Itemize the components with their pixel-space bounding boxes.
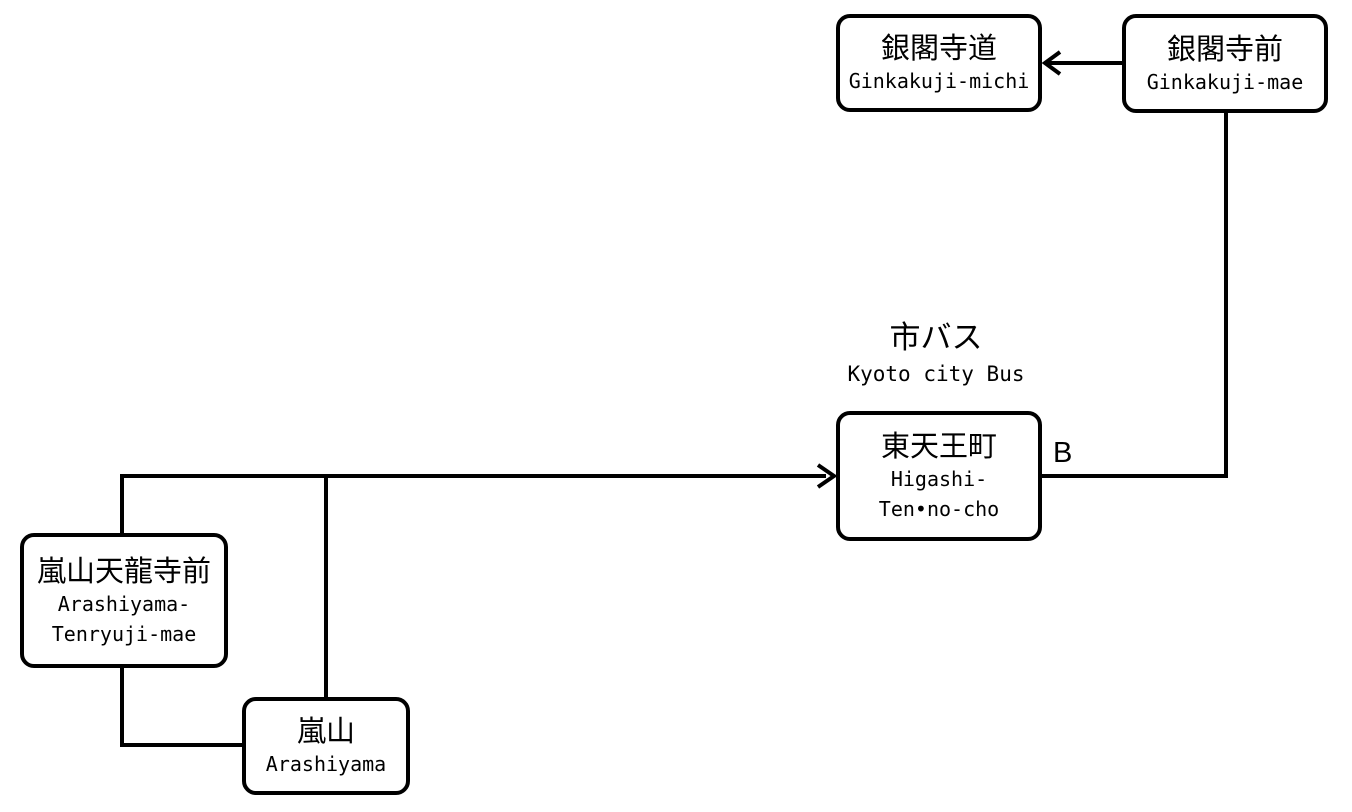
stop-name-en-line: Tenryuji-mae [51,621,197,646]
arrowhead-to-ginkakuji-michi [1041,50,1062,76]
stop-arashiyama: 嵐山 Arashiyama [242,697,410,795]
stop-name-jp: 嵐山天龍寺前 [36,553,211,588]
route-line-tenryuji-to-arashiyama [120,668,242,747]
stop-ginkakuji-mae: 銀閣寺前 Ginkakuji-mae [1122,14,1328,113]
stop-higashi-tennocho: 東天王町 Higashi- Ten•no-cho [836,411,1042,541]
stop-name-en: Ginkakuji-mae [1147,67,1304,97]
stop-name-en-line: Arashiyama [265,752,387,776]
stop-name-jp: 銀閣寺前 [1166,31,1283,66]
stop-name-en: Higashi- Ten•no-cho [879,464,999,524]
operator-name-jp: 市バス [889,320,983,356]
operator-label: 市バス Kyoto city Bus [836,318,1036,390]
stop-name-en-line: Ten•no-cho [878,497,1000,521]
stop-name-en-line: Arashiyama- [57,591,191,616]
stop-name-jp: 嵐山 [296,714,355,748]
stop-name-en: Arashiyama- Tenryuji-mae [52,589,197,649]
arrowhead-to-higashi [816,463,838,489]
stop-arashiyama-tenryuji-mae: 嵐山天龍寺前 Arashiyama- Tenryuji-mae [20,533,228,668]
stop-ginkakuji-michi: 銀閣寺道 Ginkakuji-michi [836,14,1042,112]
route-line-higashi-to-ginkakuji-mae [1042,113,1228,478]
stop-name-jp: 銀閣寺道 [880,31,997,65]
stop-name-en-line: Ginkakuji-mae [1146,69,1304,94]
stop-name-en: Ginkakuji-michi [849,66,1030,96]
operator-name-en: Kyoto city Bus [847,362,1025,386]
stop-name-en-line: Higashi- [890,467,988,491]
stop-name-en-line: Ginkakuji-michi [848,69,1030,93]
stop-name-jp: 東天王町 [880,429,997,463]
platform-label: B [1053,437,1073,469]
route-line-tenryuji-to-higashi [120,474,826,533]
stop-name-en: Arashiyama [266,749,386,779]
